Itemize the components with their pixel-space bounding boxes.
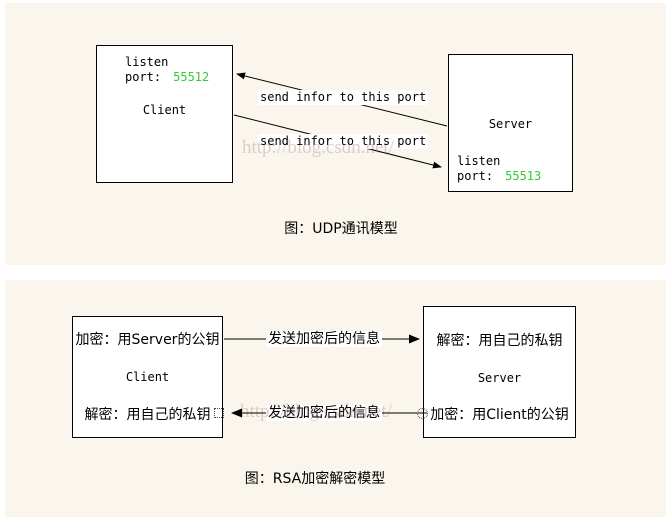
udp-caption: 图：UDP通讯模型 — [284, 221, 398, 237]
udp-client-listen-block: listen port: 55512 — [125, 55, 209, 85]
udp-client-port-label: port: — [125, 70, 162, 84]
rsa-client-decrypt-line: 解密：用自己的私钥 — [84, 407, 211, 423]
udp-server-title: Server — [488, 117, 533, 131]
rsa-server-encrypt-line: 加密：用Client的公钥 — [430, 407, 569, 423]
udp-client-box: listen port: 55512 Client — [96, 45, 233, 183]
rsa-client-box: 加密：用Server的公钥 Client 解密：用自己的私钥 — [72, 316, 223, 438]
rsa-caption: 图：RSA加密解密模型 — [244, 471, 386, 487]
udp-server-port-line: port: 55513 — [457, 169, 541, 184]
rsa-server-title: Server — [477, 371, 522, 385]
udp-server-port-value: 55513 — [505, 169, 542, 183]
udp-arrow-label-to-client: send infor to this port — [258, 90, 429, 105]
udp-arrow-label-to-server: send infor to this port — [258, 134, 429, 149]
rsa-client-title: Client — [125, 370, 170, 384]
udp-server-box: Server listen port: 55513 — [448, 54, 573, 192]
udp-server-listen-block: listen port: 55513 — [457, 154, 541, 184]
selection-handle-circle — [417, 408, 428, 419]
udp-client-port-line: port: 55512 — [125, 70, 209, 85]
udp-client-port-value: 55512 — [173, 70, 210, 84]
rsa-arrow-label-to-server: 发送加密后的信息 — [266, 331, 382, 347]
udp-client-listen-label: listen — [125, 55, 169, 69]
udp-server-listen-label: listen — [457, 154, 501, 168]
selection-handle-square — [214, 408, 224, 418]
rsa-server-decrypt-line: 解密：用自己的私钥 — [436, 333, 563, 349]
rsa-client-encrypt-line: 加密：用Server的公钥 — [75, 332, 220, 348]
udp-server-port-label: port: — [457, 169, 494, 183]
rsa-arrow-label-to-client: 发送加密后的信息 — [266, 405, 382, 421]
udp-client-title: Client — [142, 103, 187, 117]
rsa-server-box: 解密：用自己的私钥 Server 加密：用Client的公钥 — [423, 306, 576, 438]
